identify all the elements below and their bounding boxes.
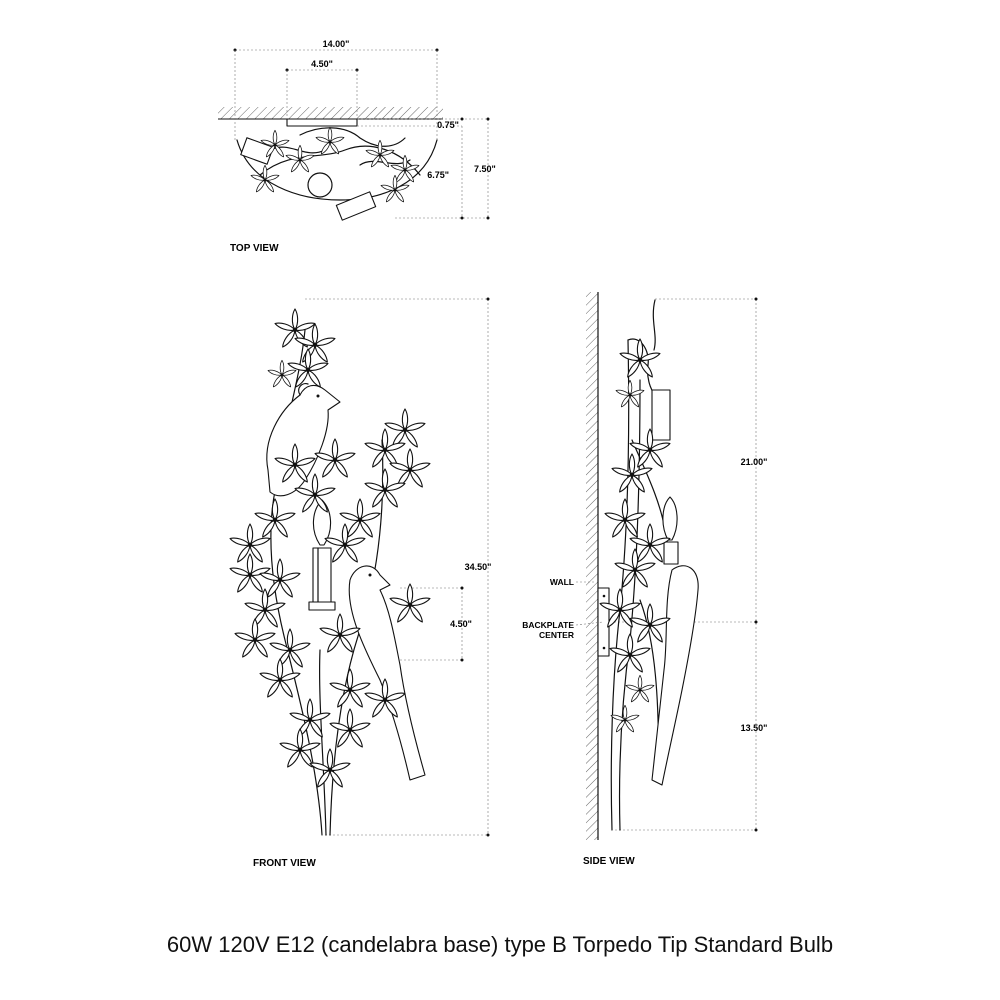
- top-backplate: [286, 118, 358, 127]
- flower-icon: [328, 708, 372, 750]
- flower-icon: [253, 498, 297, 540]
- side-fixture: [598, 299, 699, 831]
- side-upper-dimension: 21.00": [741, 457, 768, 467]
- ceiling-surface: [218, 107, 443, 119]
- top-view: 14.00" 4.50": [218, 39, 496, 254]
- flower-icon: [365, 140, 394, 168]
- flower-icon: [380, 175, 409, 203]
- side-view-label: SIDE VIEW: [583, 856, 635, 867]
- flower-icon: [328, 668, 372, 710]
- top-total-depth-dimension: 7.50": [474, 164, 496, 174]
- backplate-label-line1: BACKPLATE: [522, 620, 574, 630]
- flower-icon: [383, 408, 427, 450]
- front-view-label: FRONT VIEW: [253, 858, 316, 869]
- backplate-label-line2: CENTER: [539, 630, 574, 640]
- bulb-caption: 60W 120V E12 (candelabra base) type B To…: [166, 932, 834, 957]
- top-backplate-dimension: 4.50": [311, 59, 333, 69]
- wall-label: WALL: [550, 577, 574, 587]
- side-backplate: [597, 587, 610, 657]
- flower-icon: [315, 127, 344, 155]
- top-view-label: TOP VIEW: [230, 243, 279, 254]
- flower-icon: [250, 165, 279, 193]
- flower-icon: [388, 583, 432, 625]
- flower-icon: [308, 748, 352, 790]
- front-backplate-dimension: 4.50": [450, 619, 472, 629]
- bird-icon: [348, 565, 426, 781]
- flower-icon: [610, 705, 639, 733]
- flower-icon: [363, 468, 407, 510]
- top-fixture-depth-dimension: 6.75": [427, 170, 449, 180]
- top-fixture: [236, 127, 438, 221]
- front-height-dimension: 34.50": [465, 562, 492, 572]
- wall-surface: [586, 292, 598, 840]
- top-plate-depth-dimension: 0.75": [437, 120, 459, 130]
- candle-icon: [308, 499, 336, 611]
- candle-icon: [662, 496, 679, 565]
- flower-icon: [388, 448, 432, 490]
- top-width-dimension: 14.00": [323, 39, 350, 49]
- flower-icon: [268, 628, 312, 670]
- bird-icon: [266, 383, 341, 497]
- flower-icon: [233, 618, 277, 660]
- flower-icon: [603, 498, 647, 540]
- flower-icon: [288, 698, 332, 740]
- flower-icon: [243, 588, 287, 630]
- side-lower-dimension: 13.50": [741, 723, 768, 733]
- side-view: 21.00" 13.50" WALL BACKPLATE CENTER: [522, 292, 767, 867]
- bird-icon: [651, 565, 699, 786]
- flower-icon: [625, 675, 654, 703]
- front-view: 34.50" 4.50": [228, 297, 492, 869]
